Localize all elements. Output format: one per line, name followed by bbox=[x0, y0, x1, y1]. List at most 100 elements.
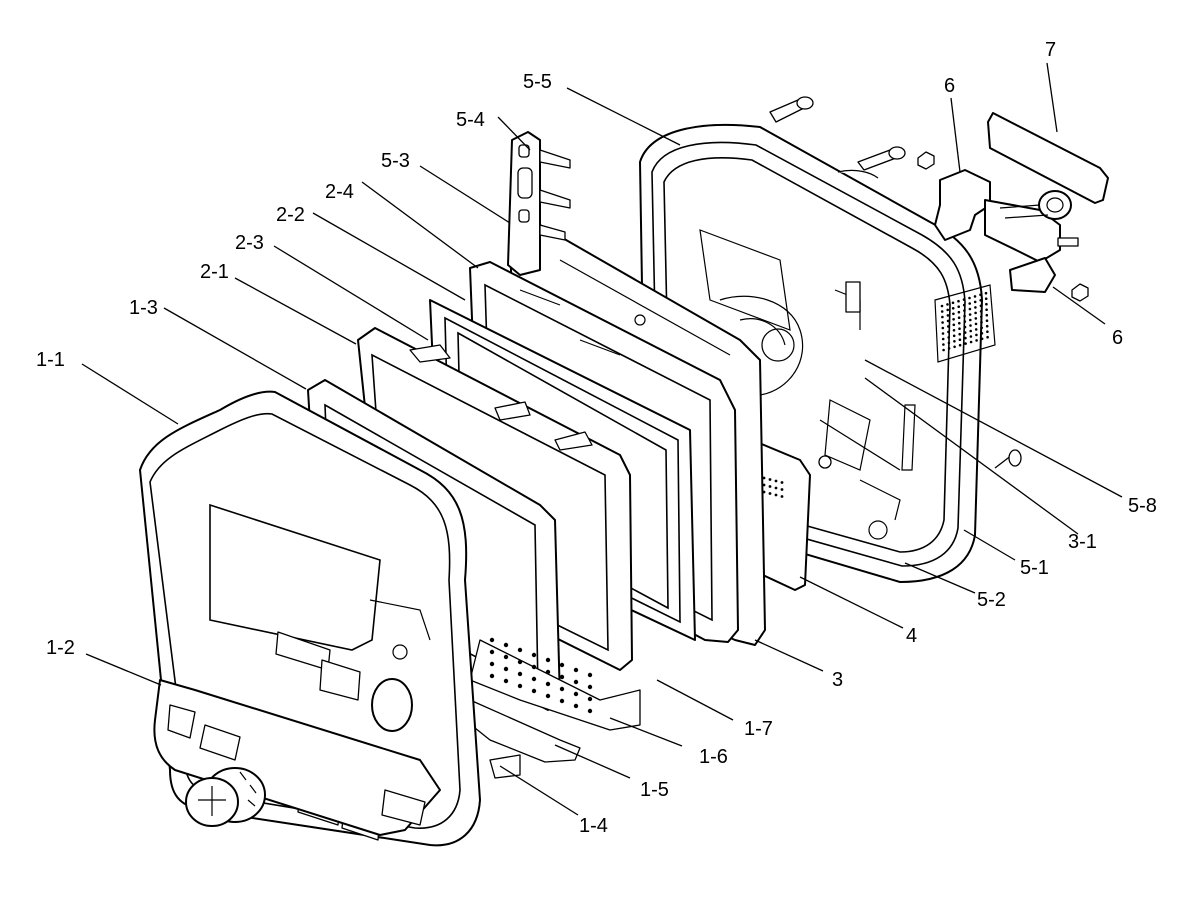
dot bbox=[559, 662, 565, 668]
label-5-3: 5-3 bbox=[381, 150, 410, 172]
dot bbox=[951, 307, 955, 310]
label-2-2: 2-2 bbox=[276, 204, 305, 226]
dot bbox=[975, 333, 978, 337]
dot bbox=[762, 476, 766, 480]
dot bbox=[545, 657, 551, 663]
label-1-7: 1-7 bbox=[744, 718, 773, 740]
dot bbox=[587, 696, 593, 702]
dot bbox=[979, 310, 983, 313]
dot bbox=[980, 332, 984, 335]
mounting-bracket bbox=[934, 169, 1079, 293]
dot bbox=[957, 310, 961, 314]
dot bbox=[985, 324, 989, 328]
dot bbox=[984, 291, 988, 295]
dot bbox=[968, 307, 972, 311]
dot bbox=[947, 325, 950, 328]
dot bbox=[962, 303, 966, 307]
dot bbox=[559, 686, 565, 692]
dot bbox=[975, 339, 978, 342]
dot bbox=[952, 323, 956, 327]
dot bbox=[986, 330, 989, 334]
dot bbox=[963, 325, 967, 329]
dot bbox=[958, 327, 961, 331]
label-1-2: 1-2 bbox=[46, 637, 75, 659]
dot bbox=[968, 296, 971, 300]
dot bbox=[587, 708, 593, 714]
dot bbox=[963, 320, 967, 323]
dot bbox=[573, 691, 579, 697]
dot bbox=[946, 314, 950, 317]
label-3-1: 3-1 bbox=[1068, 531, 1097, 553]
dot bbox=[957, 316, 961, 320]
dot bbox=[953, 340, 956, 343]
dot bbox=[489, 673, 495, 679]
dot bbox=[768, 478, 772, 481]
label-1-4: 1-4 bbox=[579, 815, 608, 837]
rotary-knob bbox=[185, 767, 266, 827]
dot bbox=[969, 329, 972, 333]
speaker-grille bbox=[934, 284, 996, 363]
dot bbox=[940, 304, 944, 308]
dot bbox=[952, 312, 955, 316]
dot bbox=[969, 324, 972, 327]
label-1-5: 1-5 bbox=[640, 779, 669, 801]
dot bbox=[973, 295, 977, 298]
dot bbox=[774, 486, 778, 490]
label-4: 4 bbox=[906, 625, 917, 647]
dot bbox=[545, 669, 551, 675]
dot bbox=[958, 321, 961, 325]
dot bbox=[947, 336, 950, 339]
label-6-bottom: 6 bbox=[1112, 327, 1123, 349]
dot bbox=[974, 317, 978, 320]
dot bbox=[953, 345, 956, 349]
dot bbox=[947, 330, 950, 334]
dot bbox=[503, 654, 509, 660]
dot bbox=[951, 301, 955, 305]
dot bbox=[958, 338, 962, 342]
label-1-1: 1-1 bbox=[36, 349, 65, 371]
label-5-5: 5-5 bbox=[523, 71, 552, 93]
dot bbox=[559, 674, 565, 680]
label-2-1: 2-1 bbox=[200, 261, 229, 283]
dot bbox=[559, 698, 565, 704]
dot bbox=[979, 293, 982, 297]
dot bbox=[503, 678, 509, 684]
dot bbox=[768, 492, 772, 495]
dot bbox=[941, 315, 944, 319]
dot bbox=[969, 318, 972, 322]
dot bbox=[780, 495, 784, 498]
dot bbox=[503, 642, 509, 648]
dot bbox=[780, 488, 784, 491]
dot bbox=[531, 664, 537, 670]
label-3: 3 bbox=[832, 669, 843, 691]
dot bbox=[573, 703, 579, 709]
dot bbox=[957, 305, 960, 309]
dot bbox=[947, 347, 951, 350]
dot bbox=[942, 348, 945, 352]
dot bbox=[968, 302, 971, 305]
dot bbox=[973, 300, 977, 304]
dot bbox=[985, 302, 988, 306]
dot bbox=[985, 313, 989, 317]
dot bbox=[774, 493, 778, 497]
dot bbox=[946, 308, 949, 312]
dot bbox=[969, 340, 973, 344]
dot bbox=[974, 328, 978, 331]
keypad-boards bbox=[464, 637, 641, 779]
dot bbox=[952, 334, 956, 338]
dot bbox=[517, 647, 523, 653]
dot bbox=[517, 659, 523, 665]
label-5-1: 5-1 bbox=[1020, 557, 1049, 579]
dot bbox=[974, 322, 978, 326]
rear-screws bbox=[769, 96, 1089, 469]
dot bbox=[958, 343, 962, 347]
front-keypad bbox=[153, 679, 441, 836]
dot bbox=[962, 298, 966, 301]
label-5-4: 5-4 bbox=[456, 109, 485, 131]
dot bbox=[946, 319, 950, 323]
label-7: 7 bbox=[1045, 39, 1056, 61]
leader-lines bbox=[81, 62, 1123, 816]
dot bbox=[969, 335, 973, 338]
